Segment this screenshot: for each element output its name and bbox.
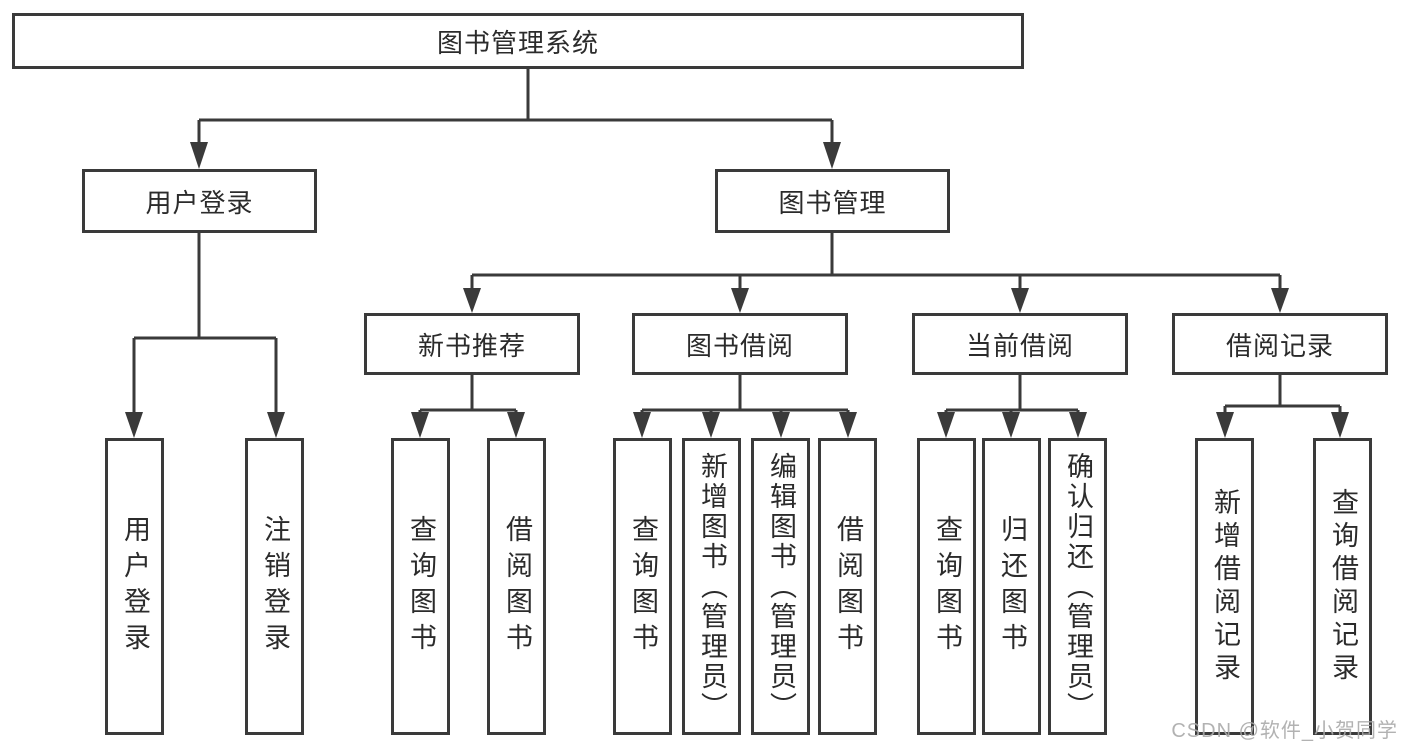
node-label: 确认归还（管理员） [1063, 451, 1093, 722]
node-label: 编辑图书（管理员） [766, 451, 796, 722]
node-label: 图书管理 [778, 187, 887, 218]
arrowhead-icon [125, 412, 143, 438]
arrowhead-icon [1002, 412, 1020, 438]
node-label: 用户登录 [120, 514, 150, 659]
leaf-add-books-admin: 新增图书（管理员） [682, 438, 741, 735]
leaf-user-login: 用户登录 [105, 438, 164, 735]
node-label: 用户登录 [145, 187, 254, 218]
node-label: 借阅图书 [502, 514, 532, 659]
node-label: 归还图书 [997, 514, 1027, 659]
leaf-logout: 注销登录 [245, 438, 304, 735]
connector-record-children [1223, 375, 1342, 415]
node-label: 当前借阅 [965, 330, 1074, 361]
node-label: 借阅图书 [833, 514, 863, 659]
arrowhead-icon [1069, 412, 1087, 438]
leaf-add-borrow-record: 新增借阅记录 [1195, 438, 1254, 735]
leaf-query-books: 查询图书 [917, 438, 976, 735]
leaf-borrow-books: 借阅图书 [818, 438, 877, 735]
node-borrowing-records: 借阅记录 [1172, 313, 1388, 375]
node-book-management-system: 图书管理系统 [12, 13, 1024, 69]
csdn-watermark: CSDN @软件_小贺同学 [1171, 720, 1398, 742]
arrowhead-icon [267, 412, 285, 438]
node-label: 借阅记录 [1225, 330, 1334, 361]
arrowhead-icon [1011, 288, 1029, 313]
node-label: 新增图书（管理员） [697, 451, 727, 722]
arrowhead-icon [633, 412, 651, 438]
node-label: 查询借阅记录 [1328, 487, 1358, 686]
node-label: 查询图书 [406, 514, 436, 659]
arrowhead-icon [1271, 288, 1289, 313]
node-label: 图书管理系统 [436, 27, 599, 58]
connector-book-mgmt-children [470, 233, 1282, 291]
connector-root-to-level1 [197, 69, 834, 145]
arrowhead-icon [1331, 412, 1349, 438]
node-user-login: 用户登录 [82, 169, 317, 233]
arrowhead-icon [190, 142, 208, 169]
leaf-query-books: 查询图书 [391, 438, 450, 735]
arrowhead-icon [411, 412, 429, 438]
arrowhead-icon [507, 412, 525, 438]
arrowheads [125, 142, 1349, 438]
leaf-return-books: 归还图书 [982, 438, 1041, 735]
leaf-query-books: 查询图书 [613, 438, 672, 735]
node-book-management: 图书管理 [715, 169, 950, 233]
connector-borrow-children [640, 375, 850, 415]
leaf-confirm-return-admin: 确认归还（管理员） [1048, 438, 1107, 735]
arrowhead-icon [731, 288, 749, 313]
arrowhead-icon [1216, 412, 1234, 438]
arrowhead-icon [702, 412, 720, 438]
arrowhead-icon [823, 142, 841, 169]
connector-user-login-children [132, 233, 278, 415]
arrowhead-icon [937, 412, 955, 438]
leaf-edit-books-admin: 编辑图书（管理员） [751, 438, 810, 735]
connector-current-children [944, 375, 1080, 415]
node-book-borrowing: 图书借阅 [632, 313, 848, 375]
arrowhead-icon [772, 412, 790, 438]
node-label: 查询图书 [932, 514, 962, 659]
arrowhead-icon [463, 288, 481, 313]
node-new-book-recommendation: 新书推荐 [364, 313, 580, 375]
arrowhead-icon [839, 412, 857, 438]
node-label: 新增借阅记录 [1210, 487, 1240, 686]
node-label: 注销登录 [260, 514, 290, 659]
connector-new-rec-children [418, 375, 518, 415]
node-label: 新书推荐 [417, 330, 526, 361]
node-label: 图书借阅 [685, 330, 794, 361]
leaf-query-borrow-record: 查询借阅记录 [1313, 438, 1372, 735]
node-current-borrowing: 当前借阅 [912, 313, 1128, 375]
node-label: 查询图书 [628, 514, 658, 659]
leaf-borrow-books: 借阅图书 [487, 438, 546, 735]
